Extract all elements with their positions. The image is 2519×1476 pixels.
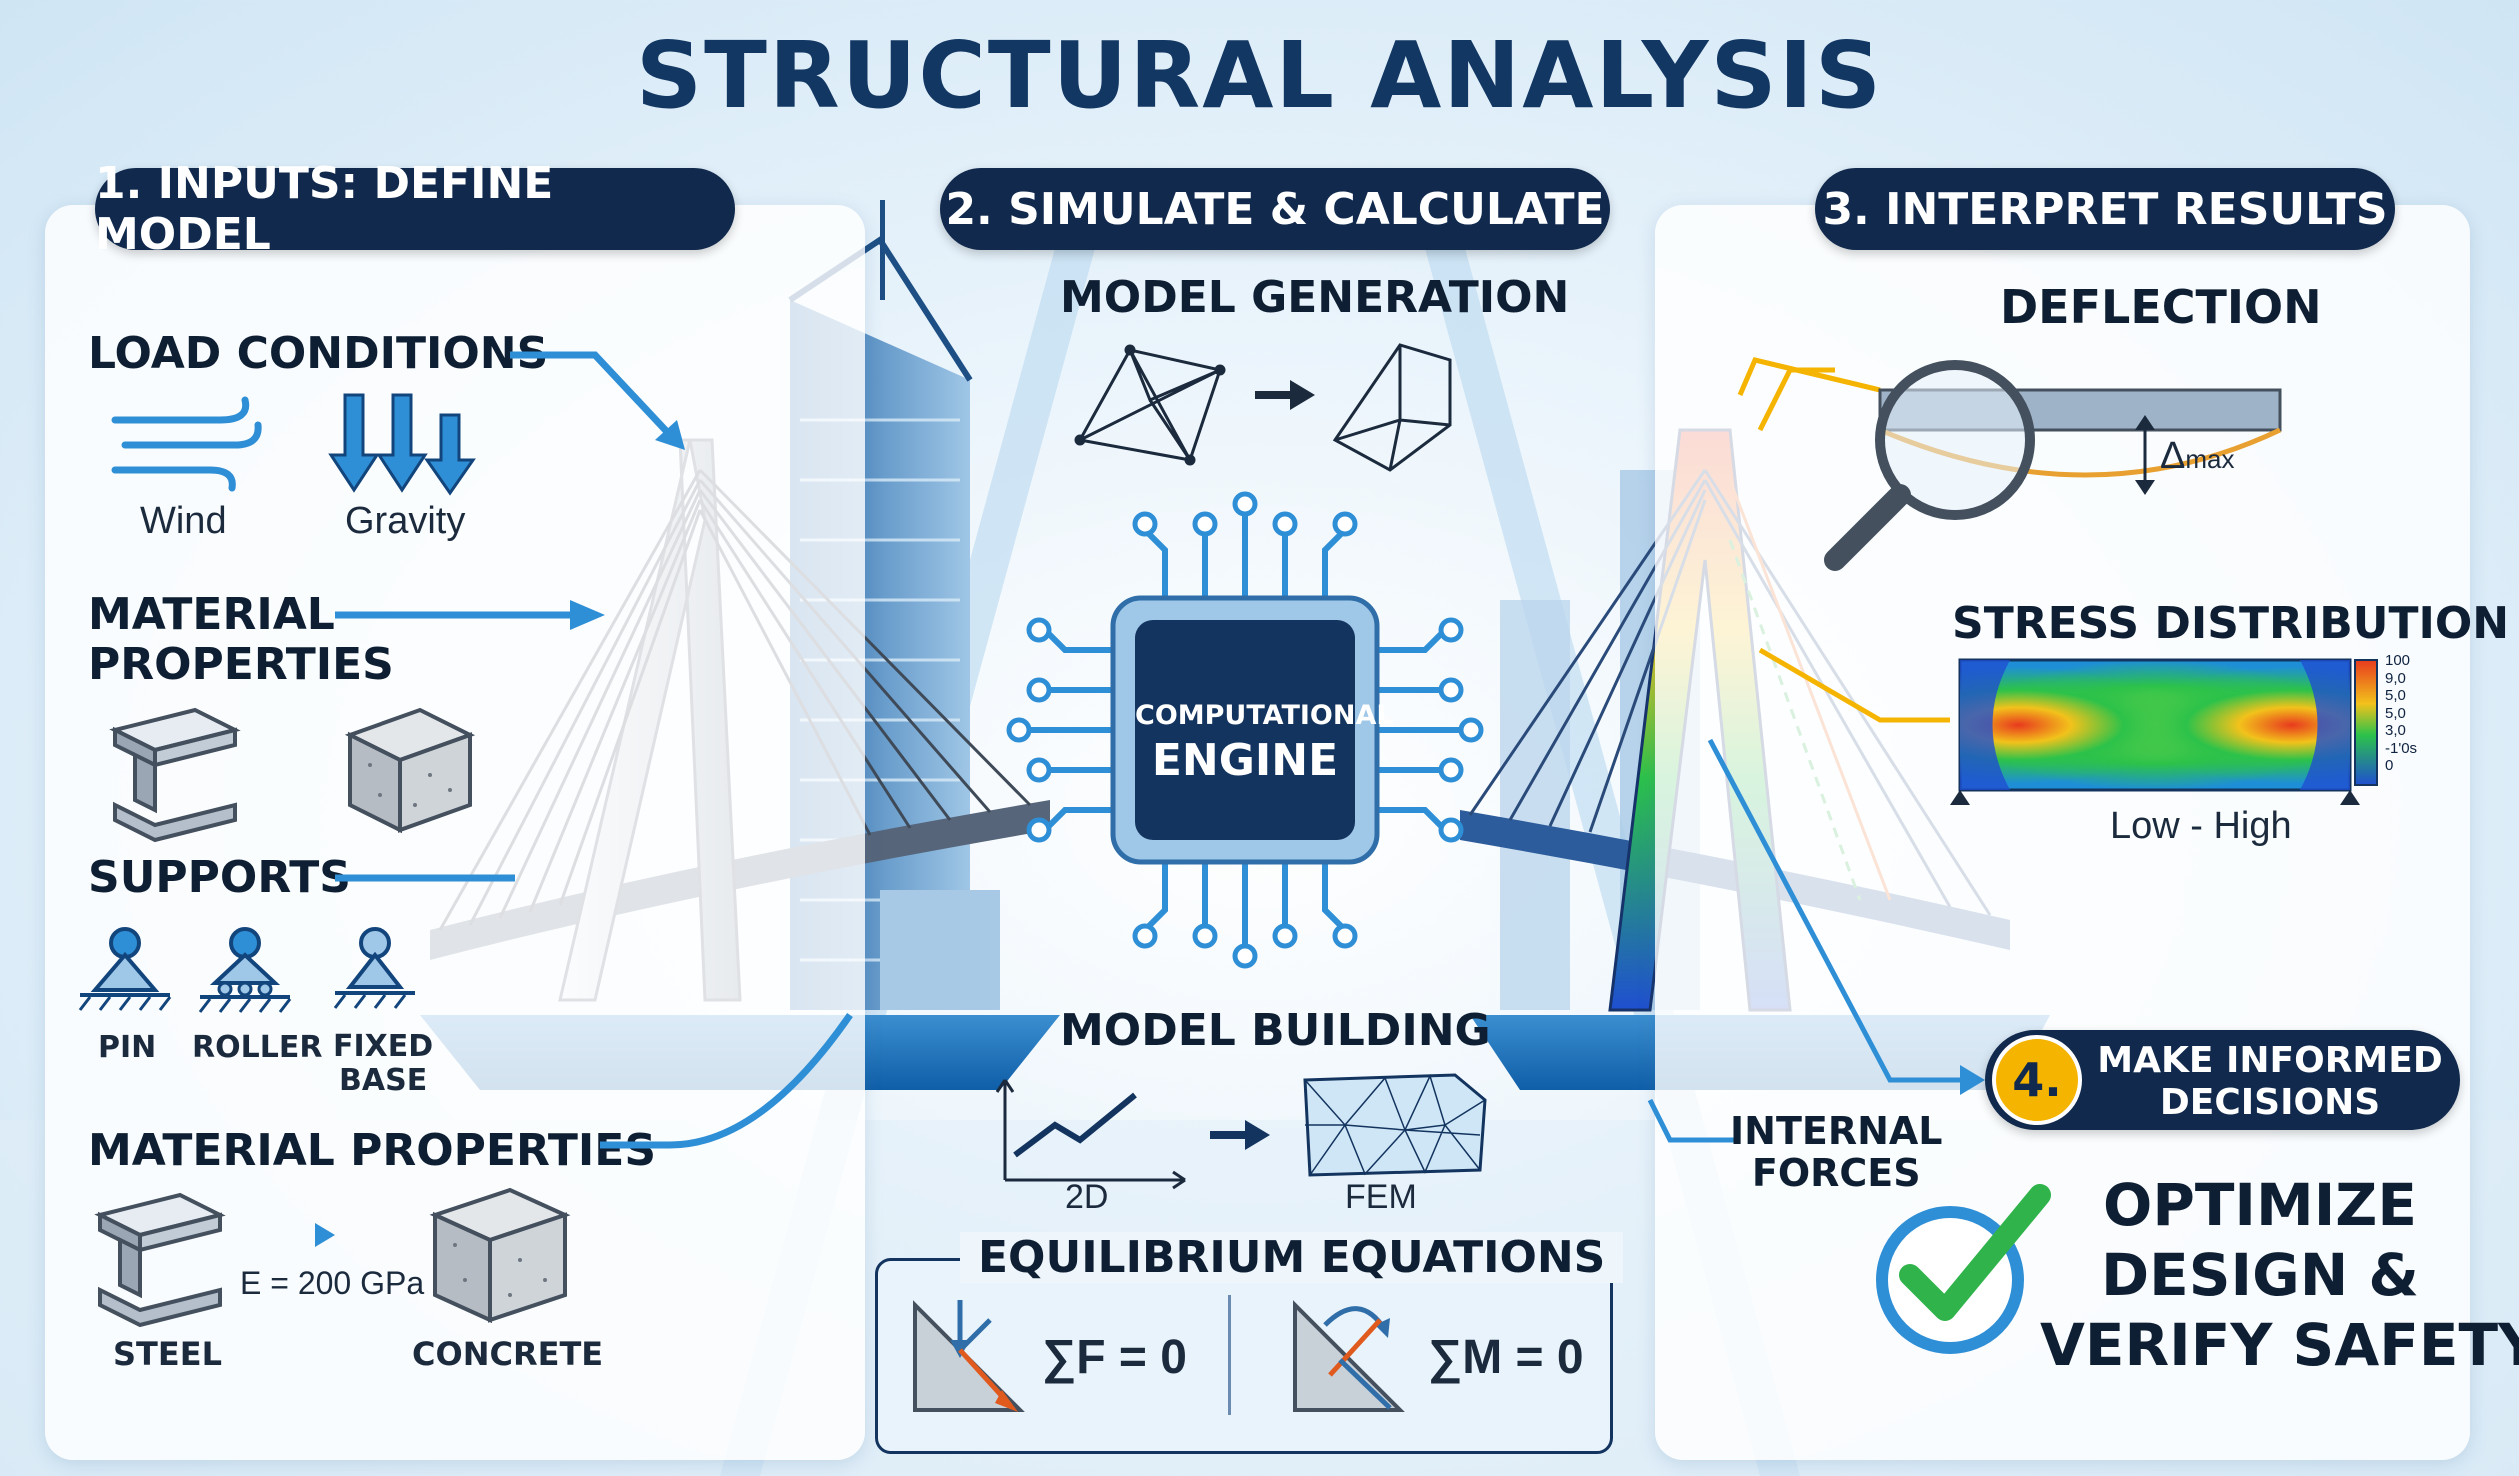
label-fem: FEM [1345,1178,1417,1216]
concrete-block-icon [344,707,476,834]
deflection-heading: DEFLECTION [2000,280,2322,334]
check-icon [1876,1184,2051,1354]
steel-section-icon [94,1192,226,1328]
material-properties-heading-1: MATERIAL PROPERTIES [88,589,394,690]
material-properties-heading-2: MATERIAL PROPERTIES [88,1125,657,1176]
stress-contour-plot [1950,658,2360,805]
stress-color-scale [2354,659,2378,786]
stress-distribution-heading: STRESS DISTRIBUTION [1952,598,2510,649]
fixed-base-label: FIXED BASE [333,1029,434,1098]
delta-max-label: Δmax [2160,435,2235,477]
roller-label: ROLLER [192,1030,323,1065]
model-building-icons [995,1073,1487,1190]
model-building-heading: MODEL BUILDING [1060,1005,1491,1056]
wind-label: Wind [140,500,227,542]
low-high-label: Low - High [2110,805,2292,847]
force-diagram-icon [913,1300,1025,1412]
computational-engine-chip [1006,491,1484,969]
section-2-pill: 2. SIMULATE & CALCULATE [940,168,1610,250]
sum-moments-equation: ∑M = 0 [1428,1331,1584,1384]
equation-divider [1228,1295,1231,1415]
decisions-label: MAKE INFORMED DECISIONS [2097,1040,2443,1123]
wind-icon [111,396,262,492]
roller-support-icon [198,927,292,1013]
optimize-text: OPTIMIZE DESIGN & VERIFY SAFETY [2040,1171,2519,1379]
label-2d: 2D [1065,1178,1109,1216]
wireframe-model-icon [1074,343,1452,472]
arrow-material-2 [600,1013,853,1149]
pin-support-icon [78,927,172,1011]
fixed-base-icon [333,927,415,1009]
sum-forces-equation: ∑F = 0 [1042,1331,1187,1384]
page-title: STRUCTURAL ANALYSIS [635,22,1884,129]
concrete-label: CONCRETE [412,1335,604,1373]
gravity-label: Gravity [345,500,466,542]
deflection-diagram [1737,357,2282,571]
arrow-to-bridge [510,351,685,450]
result-connectors [1647,367,1985,1143]
concrete-section-icon [429,1187,571,1324]
supports-heading: SUPPORTS [88,852,351,903]
pin-label: PIN [98,1030,157,1065]
section-3-pill: 3. INTERPRET RESULTS [1815,168,2395,250]
load-conditions-heading: LOAD CONDITIONS [88,328,549,379]
steel-beam-icon [109,707,241,843]
gravity-icon [328,393,476,496]
engine-label-line2: ENGINE [1151,735,1339,786]
play-arrow-icon [315,1223,335,1247]
arrow-material [335,600,605,630]
modulus-label: E = 200 GPa [240,1265,425,1301]
decisions-number: 4. [2012,1053,2062,1107]
steel-label: STEEL [113,1335,222,1373]
internal-forces-label: INTERNAL FORCES [1730,1109,1943,1195]
moment-diagram-icon [1293,1300,1405,1412]
arrow-supports [335,874,515,882]
section-1-pill: 1. INPUTS: DEFINE MODEL [95,158,735,260]
equilibrium-heading: EQUILIBRIUM EQUATIONS [960,1232,1624,1283]
engine-label-line1: COMPUTATIONAL [1135,700,1394,731]
decisions-number-badge: 4. [1992,1035,2082,1125]
model-generation-heading: MODEL GENERATION [1060,272,1570,323]
